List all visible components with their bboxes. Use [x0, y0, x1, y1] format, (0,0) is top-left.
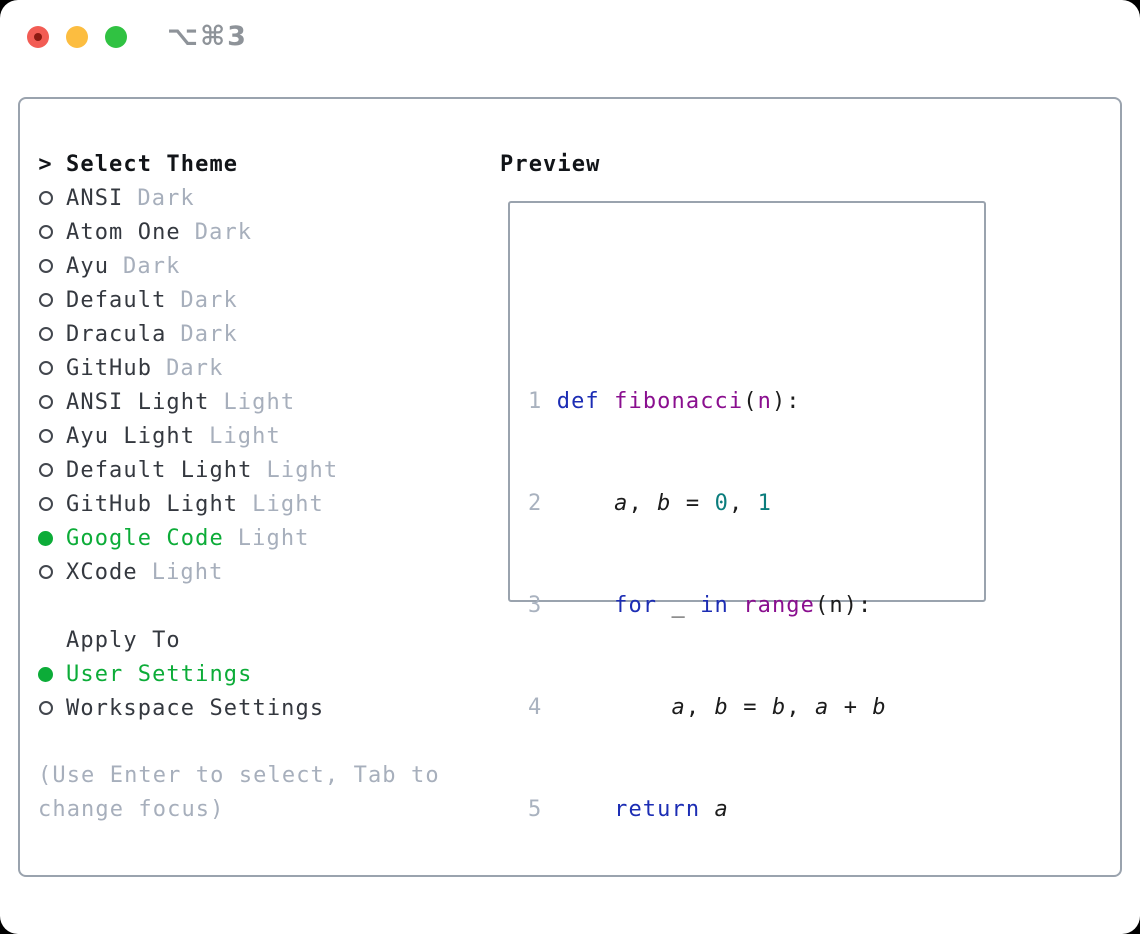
- title-bar: ⌥⌘3: [0, 0, 1140, 97]
- theme-option[interactable]: ANSI Light Light: [38, 385, 488, 419]
- theme-name: ANSI Light: [66, 389, 210, 415]
- radio-icon: [38, 463, 53, 477]
- theme-option[interactable]: Google Code Light: [38, 521, 488, 555]
- window-controls: [27, 26, 127, 48]
- close-button-icon[interactable]: [27, 26, 49, 48]
- theme-variant: Light: [237, 525, 310, 551]
- minimize-button-icon[interactable]: [66, 26, 88, 48]
- theme-name: Ayu: [66, 253, 110, 279]
- apply-to-header: Apply To: [38, 623, 488, 657]
- theme-variant: Dark: [137, 185, 195, 211]
- theme-option[interactable]: GitHub Dark: [38, 351, 488, 385]
- theme-option[interactable]: Atom One Dark: [38, 215, 488, 249]
- apply-to-option[interactable]: Workspace Settings: [38, 691, 488, 725]
- line-number: 1: [528, 389, 543, 414]
- picker-header: > Select Theme: [38, 147, 488, 181]
- apply-to-label: Workspace Settings: [66, 695, 325, 721]
- spacer: [38, 725, 488, 759]
- apply-to-option[interactable]: User Settings: [38, 657, 488, 691]
- apply-to-label: User Settings: [66, 661, 253, 687]
- line-number: 4: [528, 695, 543, 720]
- preview-title: Preview: [500, 151, 601, 177]
- zoom-button-icon[interactable]: [105, 26, 127, 48]
- code-line: 4 a, b = b, a + b: [528, 695, 887, 720]
- code-line: 5 return a: [528, 797, 729, 822]
- radio-icon: [38, 259, 53, 273]
- prompt-caret-icon: >: [38, 151, 53, 177]
- theme-name: Atom One: [66, 219, 181, 245]
- theme-variant: Dark: [123, 253, 181, 279]
- radio-icon: [38, 701, 53, 715]
- picker-title: Select Theme: [66, 151, 239, 177]
- theme-option[interactable]: ANSI Dark: [38, 181, 488, 215]
- apply-to-list: User Settings Workspace Settings: [38, 657, 488, 725]
- theme-name: ANSI: [66, 185, 124, 211]
- apply-to-title: Apply To: [66, 627, 181, 653]
- theme-name: Dracula: [66, 321, 167, 347]
- theme-variant: Light: [209, 423, 281, 449]
- radio-icon: [38, 497, 53, 511]
- window-title-shortcut: ⌥⌘3: [167, 21, 248, 52]
- theme-name: GitHub Light: [66, 491, 239, 517]
- code-line: 2 a, b = 0, 1: [528, 491, 772, 516]
- radio-icon: [38, 191, 53, 205]
- code-line: 1 def fibonacci(n):: [528, 389, 801, 414]
- radio-icon: [38, 225, 53, 239]
- radio-icon: [38, 429, 53, 443]
- radio-icon: [38, 395, 53, 409]
- theme-option[interactable]: Default Light Light: [38, 453, 488, 487]
- theme-variant: Dark: [194, 219, 253, 245]
- radio-icon: [38, 327, 53, 341]
- theme-name: Default Light: [66, 457, 253, 483]
- theme-name: Default: [66, 287, 167, 313]
- line-number: 2: [528, 491, 543, 516]
- radio-icon: [38, 293, 53, 307]
- radio-icon: [38, 565, 53, 579]
- theme-variant: Light: [252, 491, 324, 517]
- radio-selected-icon: [38, 666, 53, 682]
- theme-variant: Dark: [166, 355, 224, 381]
- theme-option[interactable]: Ayu Light Light: [38, 419, 488, 453]
- theme-name: Google Code: [66, 525, 224, 551]
- preview-box: 1 def fibonacci(n): 2 a, b = 0, 1 3 for …: [508, 201, 986, 822]
- code-preview: 1 def fibonacci(n): 2 a, b = 0, 1 3 for …: [528, 317, 984, 827]
- theme-option[interactable]: GitHub Light Light: [38, 487, 488, 521]
- preview-column: Preview 1 def fibonacci(n): 2 a, b = 0, …: [488, 147, 1120, 875]
- theme-name: GitHub: [66, 355, 153, 381]
- radio-icon: [38, 361, 53, 375]
- theme-variant: Light: [151, 559, 224, 585]
- code-line: 3 for _ in range(n):: [528, 593, 873, 618]
- theme-option[interactable]: XCode Light: [38, 555, 488, 589]
- spacer: [38, 589, 488, 623]
- blank-line: [528, 895, 984, 929]
- line-number: 3: [528, 593, 543, 618]
- keyboard-hint: (Use Enter to select, Tab to change focu…: [38, 763, 440, 822]
- theme-option[interactable]: Dracula Dark: [38, 317, 488, 351]
- theme-option[interactable]: Default Dark: [38, 283, 488, 317]
- line-number: 5: [528, 797, 543, 822]
- radio-selected-icon: [38, 530, 53, 546]
- theme-variant: Light: [223, 389, 296, 415]
- theme-variant: Dark: [180, 287, 238, 313]
- theme-variant: Light: [266, 457, 339, 483]
- theme-option[interactable]: Ayu Dark: [38, 249, 488, 283]
- theme-variant: Dark: [180, 321, 238, 347]
- theme-name: XCode: [66, 559, 138, 585]
- theme-name: Ayu Light: [66, 423, 196, 449]
